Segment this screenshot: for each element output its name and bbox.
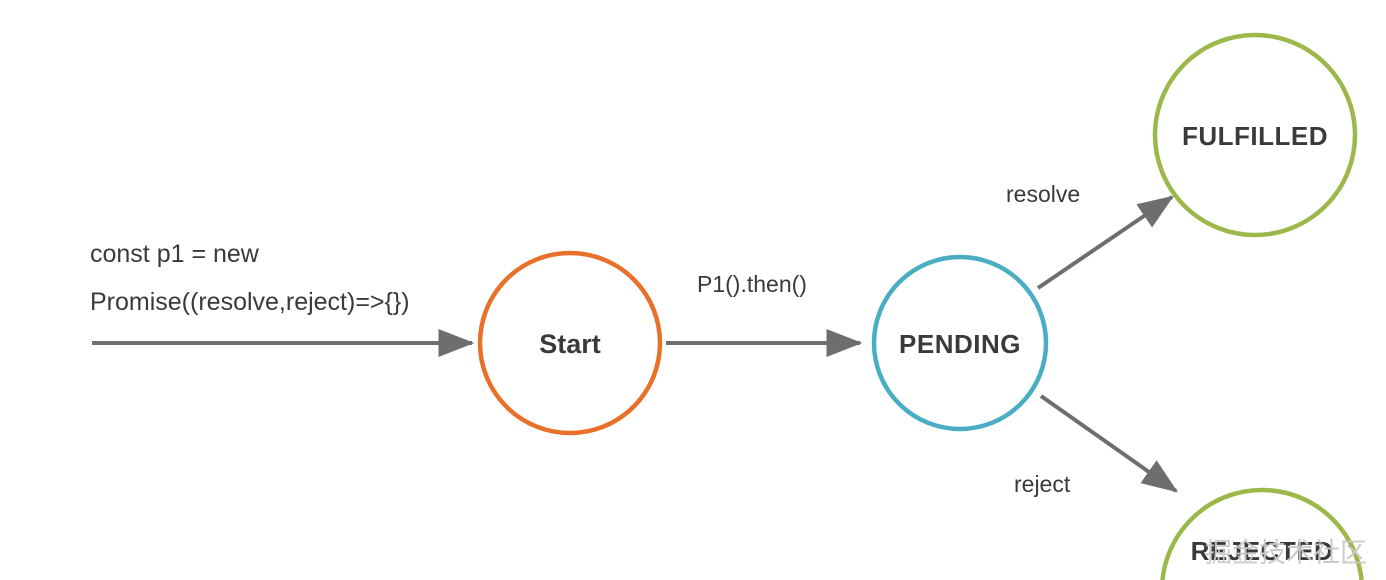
node-rejected-circle[interactable] [1160, 487, 1364, 580]
node-rejected-label: REJECTED [1191, 536, 1334, 566]
node-fulfilled-circle[interactable] [1152, 32, 1358, 238]
edge-reject-arrow [1039, 394, 1178, 493]
node-start-label: Start [539, 329, 601, 359]
edge-resolve-arrow [1036, 195, 1174, 290]
node-pending-label: PENDING [899, 329, 1021, 359]
edge-label-reject: reject [1014, 471, 1071, 497]
node-pending-circle[interactable] [871, 254, 1049, 432]
watermark-label: 掘金技术社区 [1205, 538, 1367, 568]
edge-label-resolve: resolve [1006, 181, 1080, 207]
node-fulfilled-label: FULFILLED [1182, 121, 1328, 151]
edge-label-then: P1().then() [697, 271, 807, 297]
code-annotation-line1: const p1 = new [90, 240, 260, 268]
node-start-circle[interactable] [477, 250, 663, 436]
code-annotation-line2: Promise((resolve,reject)=>{}) [90, 288, 410, 316]
